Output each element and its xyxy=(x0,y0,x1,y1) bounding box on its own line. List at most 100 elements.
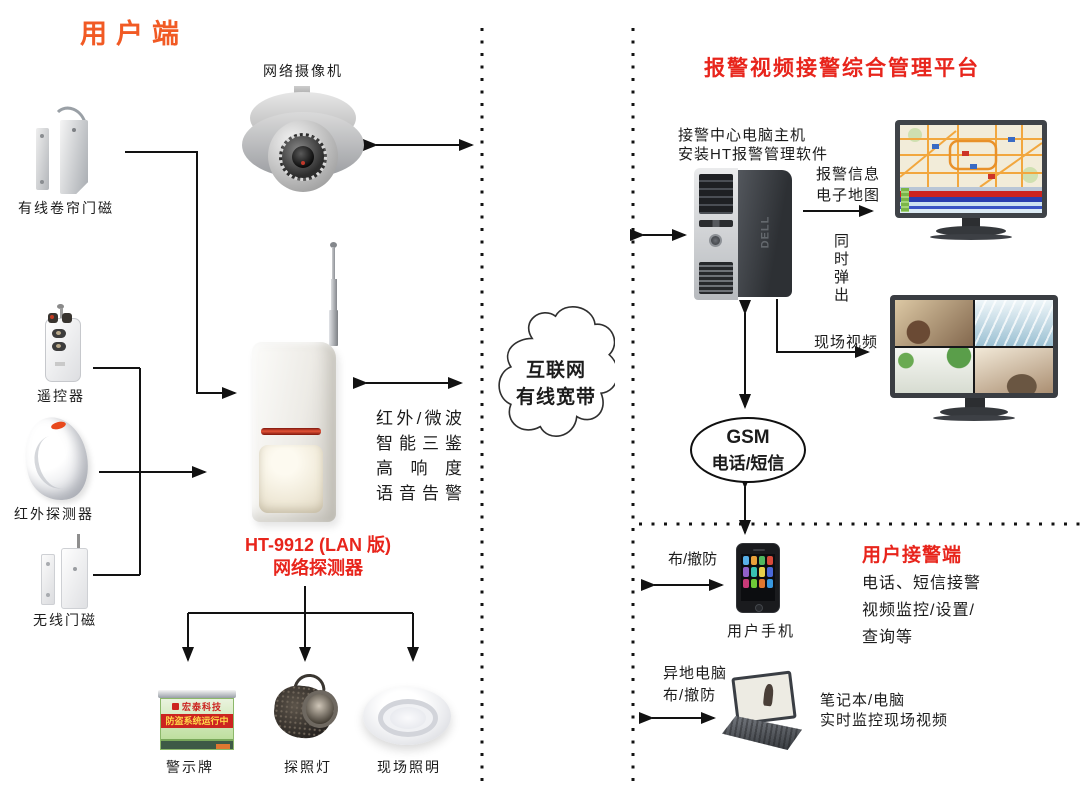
gsm-line1: GSM xyxy=(726,426,770,448)
mobile-phone-image xyxy=(736,543,780,613)
phone-screen xyxy=(741,554,775,601)
tower-brand-logo: DELL xyxy=(759,215,772,249)
remote-button xyxy=(52,329,66,338)
wireless-magnet-image xyxy=(36,534,90,610)
arrow-wired-magnet-to-detector xyxy=(125,151,237,399)
app-icon xyxy=(759,578,765,588)
status-column xyxy=(901,188,909,212)
site-lighting-image xyxy=(363,681,453,749)
remote-antenna xyxy=(60,308,63,319)
tower-front-panel xyxy=(694,168,738,300)
app-icon xyxy=(759,567,765,577)
arrow-live-video xyxy=(776,299,870,358)
lamp-inner xyxy=(390,707,426,729)
sign-slogan-text: 防盗系统运行中 xyxy=(161,714,233,728)
phone-arm-disarm-label: 布/撤防 xyxy=(668,551,718,568)
host-label-line1: 接警中心电脑主机 xyxy=(678,127,807,144)
tower-vents xyxy=(699,262,733,294)
wireless-magnet-label: 无线门磁 xyxy=(33,612,97,628)
live-video-label: 现场视频 xyxy=(814,334,879,351)
laptop-label-line1: 笔记本/电脑 xyxy=(820,692,906,709)
phone-label: 用户手机 xyxy=(727,623,796,640)
receiver-description: 电话、短信接警 视频监控/设置/ 查询等 xyxy=(862,570,981,651)
feature-line: 高响度 xyxy=(376,459,462,478)
map-monitor-image xyxy=(895,120,1051,252)
app-icon xyxy=(767,578,773,588)
remote-antenna-tip xyxy=(57,304,64,309)
video-feed xyxy=(975,347,1053,393)
alarm-event-table xyxy=(900,187,1042,213)
monitor-bezel xyxy=(890,295,1058,398)
app-icon xyxy=(743,578,749,588)
app-icon xyxy=(767,567,773,577)
app-icon xyxy=(759,556,765,566)
receiver-title: 用户接警端 xyxy=(862,545,963,566)
laptop-label-line2: 实时监控现场视频 xyxy=(820,712,949,729)
app-icon xyxy=(751,578,757,588)
wireless-magnet-bar xyxy=(41,554,55,605)
remote-pc-line2: 布/撤防 xyxy=(663,687,717,704)
app-icon xyxy=(751,567,757,577)
tower-indicator xyxy=(699,220,733,227)
remote-button xyxy=(62,313,72,323)
user-side-title: 用户端 xyxy=(80,19,188,49)
app-icon xyxy=(743,556,749,566)
network-camera-image xyxy=(242,86,364,212)
video-feed xyxy=(975,300,1053,346)
antenna-tip xyxy=(330,242,337,248)
detector-model-name: HT-9912 (LAN 版) 网络探测器 xyxy=(228,534,408,580)
sign-brand-row: 宏泰科技 xyxy=(161,699,233,714)
laptop-label: 笔记本/电脑 实时监控现场视频 xyxy=(820,691,948,731)
app-icon xyxy=(767,556,773,566)
camera-lens xyxy=(292,146,314,168)
site-lighting-label: 现场照明 xyxy=(377,759,441,775)
monitor-stand-neck xyxy=(962,218,980,227)
host-label-line2: 安装HT报警管理软件 xyxy=(678,146,828,163)
cloud-line1: 互联网 xyxy=(525,360,586,381)
detector-feature-list: 红外/微波 智能三鉴 高响度 语音告警 xyxy=(376,406,462,506)
magnet-sensor-block xyxy=(60,120,88,194)
tower-drive-bays xyxy=(699,174,733,214)
video-feed xyxy=(895,300,973,346)
sign-brand-text: 宏泰科技 xyxy=(181,702,222,712)
detector-red-stripe xyxy=(261,428,321,435)
monitor-stand-neck xyxy=(965,398,985,408)
alarm-info-line1: 报警信息 xyxy=(815,166,880,183)
server-tower-image: DELL xyxy=(694,168,792,300)
gsm-line2: 电话/短信 xyxy=(711,453,785,473)
map-screen xyxy=(900,125,1042,213)
wireless-magnet-sensor xyxy=(61,548,88,609)
video-feed xyxy=(895,347,973,393)
receiver-line3: 查询等 xyxy=(862,629,914,646)
detector-antenna xyxy=(318,242,348,346)
warning-sign-label: 警示牌 xyxy=(166,759,214,775)
wired-magnet-label: 有线卷帘门磁 xyxy=(18,200,114,216)
monitor-stand-base xyxy=(933,407,1015,421)
detector-lens-window xyxy=(259,445,323,513)
alarm-info-line2: 电子地图 xyxy=(815,187,880,204)
wired-magnet-image xyxy=(34,102,92,194)
laptop-image xyxy=(722,670,802,752)
antenna-segment xyxy=(332,247,335,280)
sign-footer-strip xyxy=(161,739,233,749)
camera-label: 网络摄像机 xyxy=(263,63,343,79)
phone-speaker xyxy=(753,549,765,551)
internet-cloud-text: 互联网 有线宽带 xyxy=(500,357,612,411)
brand-logo-icon xyxy=(171,703,179,710)
ir-detector-image xyxy=(14,410,100,508)
map-roads xyxy=(900,125,1042,188)
cloud-line2: 有线宽带 xyxy=(515,387,596,408)
wireless-magnet-antenna xyxy=(77,534,80,550)
remote-label: 遥控器 xyxy=(37,388,85,404)
remote-pc-line1: 异地电脑 xyxy=(663,665,728,682)
monitor-stand-base xyxy=(930,226,1012,240)
video-wall-monitor-image xyxy=(890,295,1058,430)
remote-button xyxy=(48,313,58,323)
detector-model-line1: HT-9912 (LAN 版) xyxy=(244,535,392,555)
receiver-line2: 视频监控/设置/ xyxy=(862,602,975,619)
phone-home-button xyxy=(755,604,763,612)
popup-vertical-label: 同时弹出 xyxy=(832,233,849,305)
ir-detector-label: 红外探测器 xyxy=(14,506,94,522)
